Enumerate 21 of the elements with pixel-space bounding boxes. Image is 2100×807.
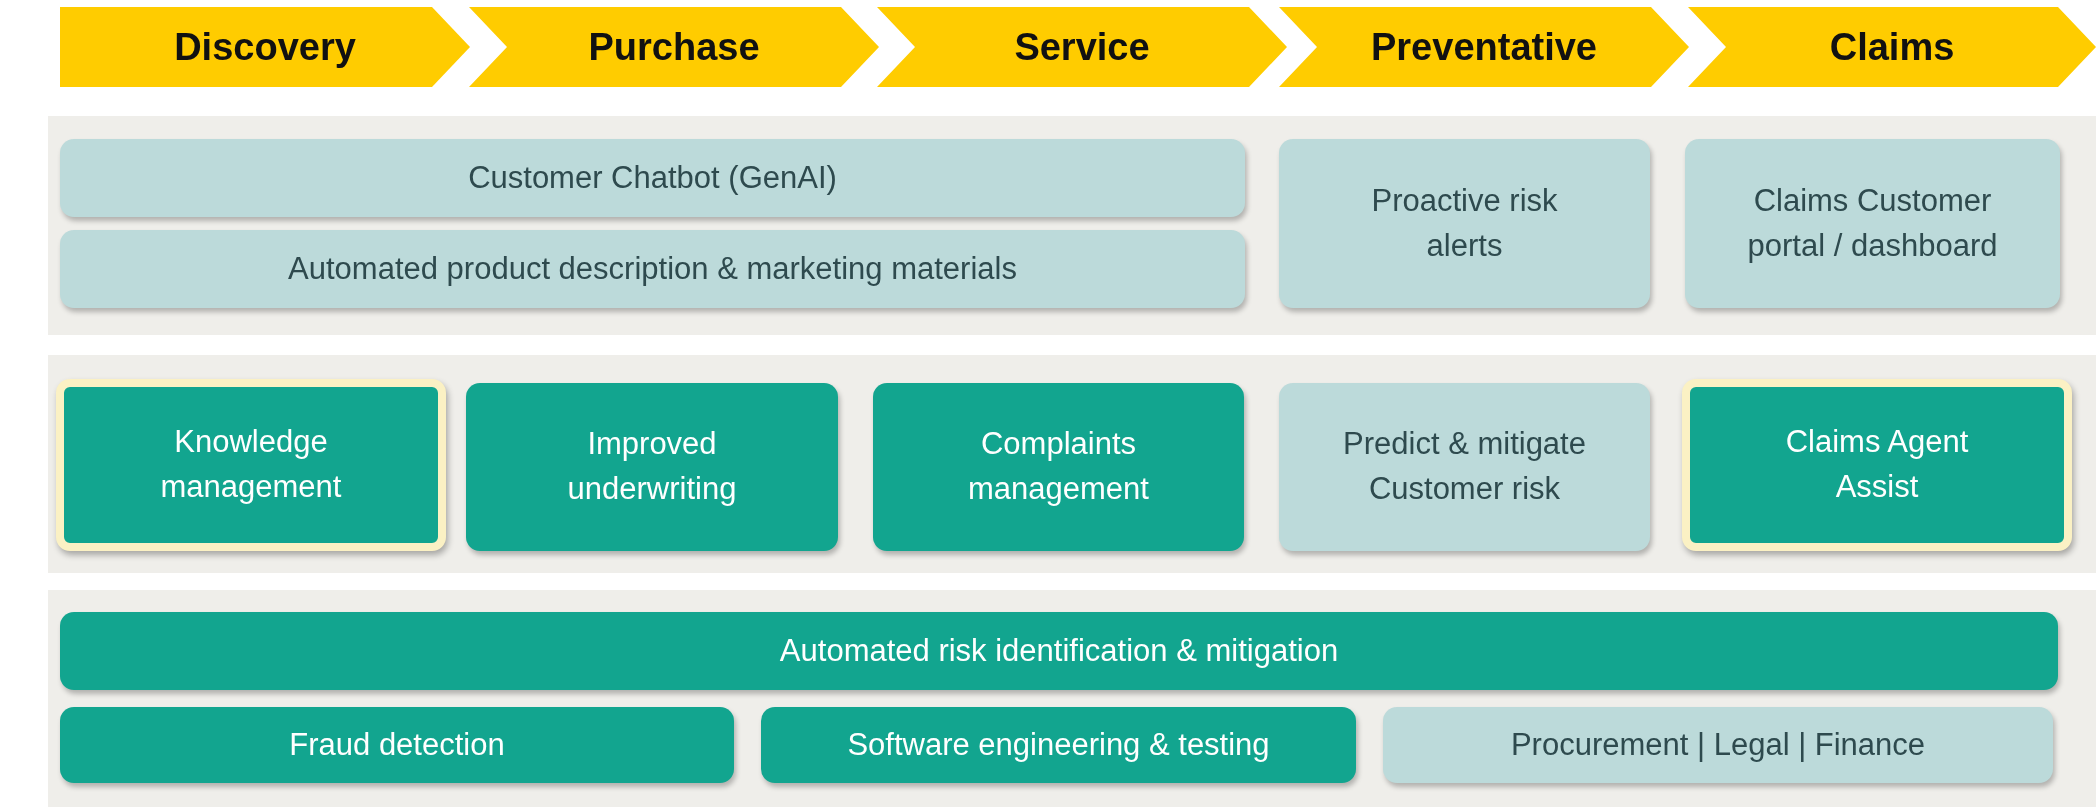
capability-box: Predict & mitigate Customer risk — [1279, 383, 1650, 551]
capability-box: Software engineering & testing — [761, 707, 1356, 783]
stage-label: Purchase — [588, 25, 760, 69]
capability-box: Claims Customer portal / dashboard — [1685, 139, 2060, 308]
capability-box: Procurement | Legal | Finance — [1383, 707, 2053, 783]
stage-label: Preventative — [1371, 25, 1597, 69]
capability-box: Fraud detection — [60, 707, 734, 783]
band-background — [48, 590, 2096, 807]
capability-box: Complaints management — [873, 383, 1244, 551]
capability-box: Proactive risk alerts — [1279, 139, 1650, 308]
stage-label: Discovery — [174, 25, 356, 69]
stage-label: Service — [1014, 25, 1150, 69]
capability-box: Automated product description & marketing materials — [60, 230, 1245, 308]
stage-label: Claims — [1829, 25, 1955, 69]
band-background — [48, 355, 2096, 573]
highlighted-capability-box: Claims Agent Assist — [1682, 379, 2072, 551]
capability-box: Customer Chatbot (GenAI) — [60, 139, 1245, 217]
band-background — [48, 116, 2096, 335]
capability-box: Improved underwriting — [466, 383, 838, 551]
highlighted-capability-box: Knowledge management — [56, 379, 446, 551]
capability-box: Automated risk identification & mitigation — [60, 612, 2058, 690]
